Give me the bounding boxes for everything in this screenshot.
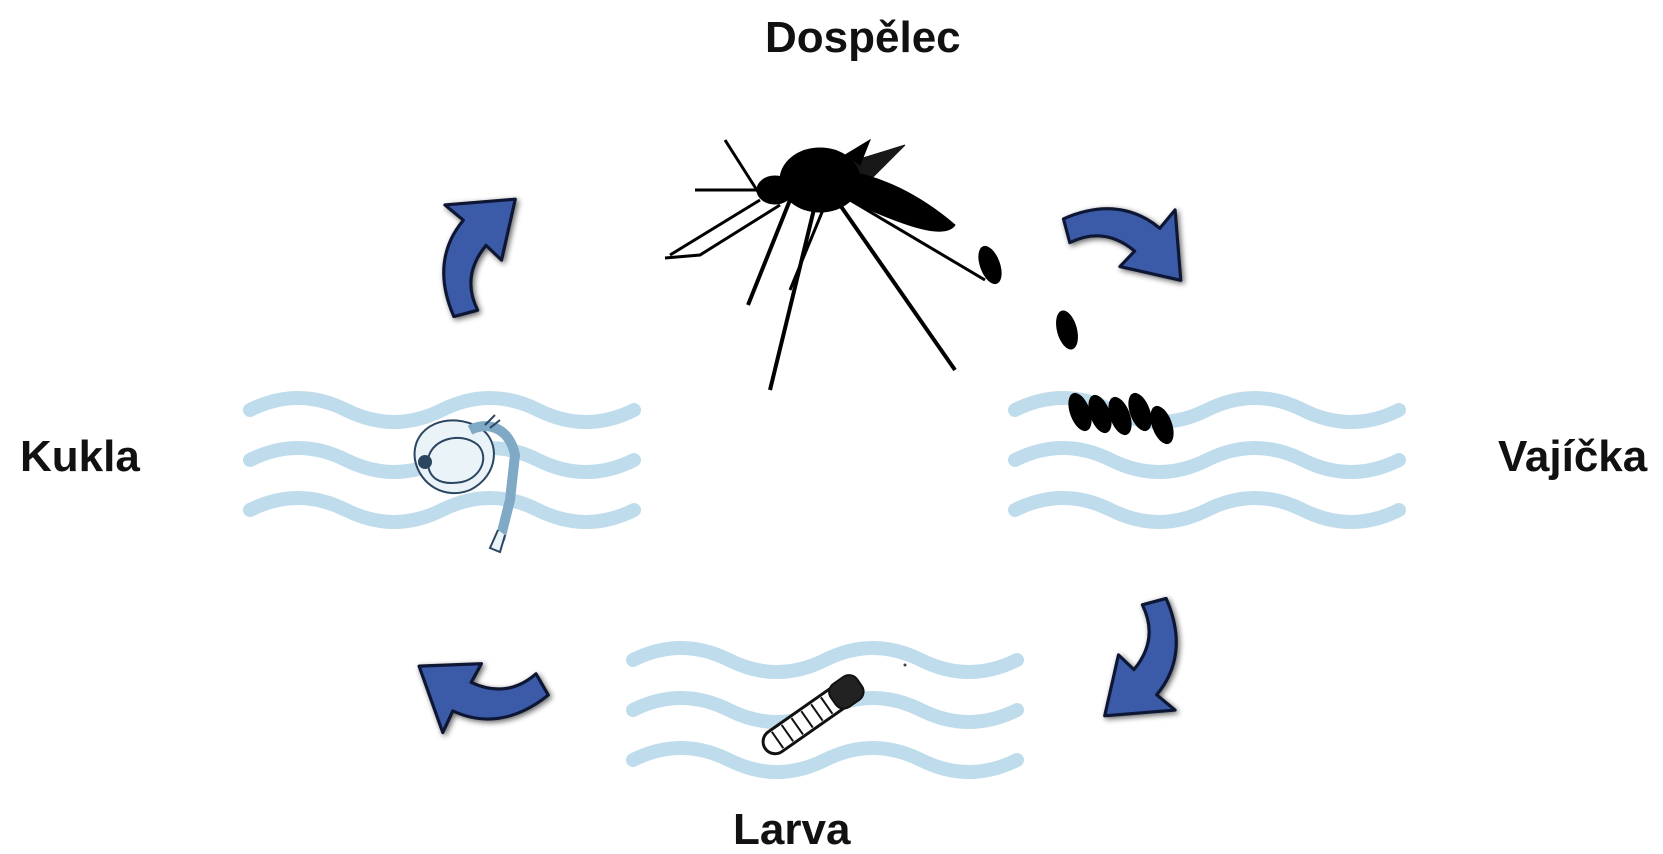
stage-label-pupa: Kukla	[20, 435, 140, 479]
larva-speck	[904, 664, 907, 667]
curved-arrow-icon	[398, 170, 555, 323]
curved-arrow-icon	[1057, 163, 1210, 320]
stage-label-larva: Larva	[733, 808, 850, 852]
pupa-icon	[415, 415, 515, 552]
stage-label-adult: Dospělec	[765, 16, 961, 60]
mosquito-icon	[665, 140, 985, 390]
curved-arrow-icon	[1065, 592, 1222, 745]
stage-label-eggs: Vajíčka	[1498, 435, 1647, 479]
curved-arrow-icon	[396, 613, 554, 769]
